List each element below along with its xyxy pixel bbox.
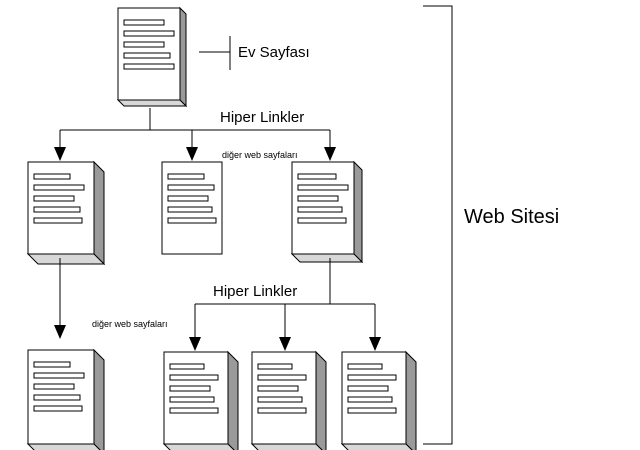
page-text-line	[33, 372, 85, 379]
page-text-line	[167, 184, 215, 191]
home-page-document	[116, 6, 188, 108]
page-text-line	[169, 374, 219, 381]
page-text-line	[347, 363, 383, 370]
page-text-line	[347, 385, 389, 392]
other-pages-label-top: diğer web sayfaları	[222, 150, 298, 160]
page-text-line	[167, 195, 209, 202]
page-text-line	[123, 52, 171, 59]
page-text-line	[347, 407, 397, 414]
page-text-line	[347, 396, 393, 403]
linked-page-left	[26, 160, 106, 266]
page-text-line	[169, 396, 215, 403]
page-bottom-face	[250, 443, 323, 450]
page-text-line	[33, 195, 75, 202]
page-side-face	[93, 160, 105, 266]
page-bottom-face	[26, 443, 101, 450]
page-text-line	[33, 217, 83, 224]
page-text-line	[33, 361, 71, 368]
page-text-line	[297, 217, 347, 224]
page-bottom-face	[340, 443, 413, 450]
page-text-line	[33, 184, 85, 191]
page-text-line	[297, 184, 349, 191]
page-bottom-face	[116, 99, 188, 107]
page-side-face	[93, 348, 105, 450]
sub-page-2	[250, 350, 327, 450]
page-text-line	[33, 206, 81, 213]
sub-page-3	[340, 350, 417, 450]
page-text-line	[347, 374, 397, 381]
page-bottom-face	[26, 253, 106, 265]
top-hyperlinks-label: Hiper Linkler	[220, 109, 304, 126]
page-text-line	[257, 385, 299, 392]
page-bottom-face	[290, 253, 364, 263]
page-text-line	[257, 396, 303, 403]
page-text-line	[123, 30, 175, 37]
page-side-face	[353, 160, 363, 264]
page-text-line	[169, 363, 205, 370]
home-page-label: Ev Sayfası	[238, 44, 310, 61]
page-text-line	[297, 206, 343, 213]
linked-page-right	[290, 160, 364, 264]
page-bottom-face	[162, 443, 235, 450]
page-text-line	[123, 63, 175, 70]
page-text-line	[167, 206, 213, 213]
page-text-line	[123, 41, 165, 48]
page-text-line	[33, 405, 83, 412]
page-text-line	[33, 173, 71, 180]
page-text-line	[167, 173, 205, 180]
page-text-line	[297, 195, 339, 202]
linked-page-middle	[161, 161, 223, 255]
hyperlink-connectors	[54, 5, 453, 445]
sub-page-1	[162, 350, 239, 450]
page-text-line	[33, 383, 75, 390]
page-text-line	[123, 19, 165, 26]
page-side-face	[179, 6, 187, 108]
website-label: Web Sitesi	[464, 206, 559, 228]
page-text-line	[169, 407, 219, 414]
page-text-line	[167, 217, 217, 224]
page-text-line	[169, 385, 211, 392]
bottom-hyperlinks-label: Hiper Linkler	[213, 283, 297, 300]
page-text-line	[33, 394, 81, 401]
page-side-face	[227, 350, 239, 450]
page-side-face	[315, 350, 327, 450]
page-text-line	[257, 363, 293, 370]
page-side-face	[405, 350, 417, 450]
external-page-bottom-left	[26, 348, 105, 450]
page-text-line	[257, 374, 307, 381]
page-text-line	[297, 173, 337, 180]
website-bracket	[423, 5, 453, 445]
pages-layer	[26, 6, 417, 450]
page-text-line	[257, 407, 307, 414]
other-pages-label-bottom: diğer web sayfaları	[92, 319, 168, 329]
